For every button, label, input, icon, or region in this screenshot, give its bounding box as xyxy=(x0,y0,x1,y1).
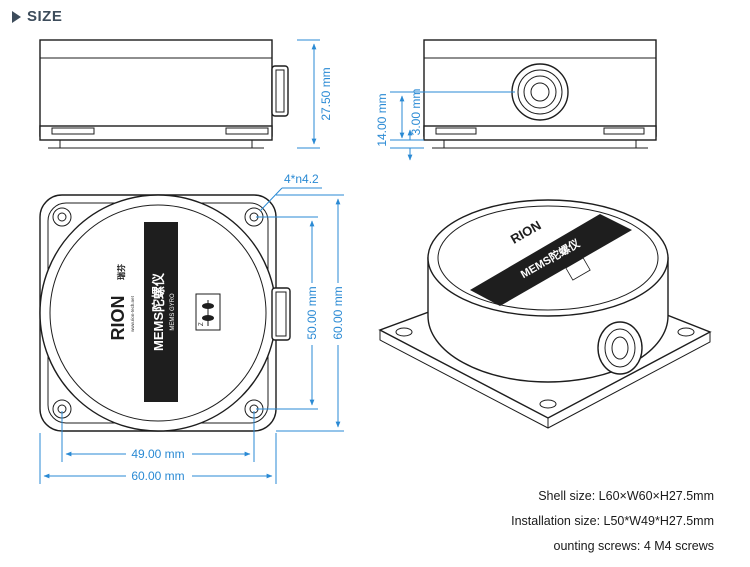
dim-side-height: 14.00 mm xyxy=(375,93,389,146)
axis-label: Z xyxy=(199,322,205,326)
dim-outer-height: 60.00 mm xyxy=(331,286,345,339)
dim-outer-width: 60.00 mm xyxy=(131,469,184,483)
front-connector xyxy=(271,65,289,117)
side-view: 14.00 mm 3.00 mm xyxy=(375,39,657,161)
spec-installation-size: Installation size: L50*W49*H27.5mm xyxy=(511,514,714,528)
dim-side-offset: 3.00 mm xyxy=(409,89,423,136)
product-en-text: MEMS GYRO xyxy=(170,293,176,331)
brand-cn: 瑞芬 xyxy=(116,263,126,280)
front-view: 27.50 mm xyxy=(39,39,333,149)
spec-mounting-screws: ounting screws: 4 M4 screws xyxy=(553,539,714,553)
front-body xyxy=(39,39,273,137)
website-text: www.rion-tech.net xyxy=(130,295,135,332)
label-band xyxy=(144,222,178,402)
section-header: SIZE xyxy=(12,8,62,25)
spec-shell-size: Shell size: L60×W60×H27.5mm xyxy=(538,489,714,503)
side-connector xyxy=(511,63,569,121)
triangle-right-icon xyxy=(12,10,21,23)
brand-logo: RION xyxy=(108,296,128,341)
top-view: MEMS陀螺仪 MEMS GYRO RION 瑞芬 www.rion-tech.… xyxy=(39,172,345,484)
dim-inner-width: 49.00 mm xyxy=(131,447,184,461)
axis-icon: Z xyxy=(195,293,221,331)
product-cn-text: MEMS陀螺仪 xyxy=(151,272,166,351)
isometric-view: MEMS陀螺仪 RION xyxy=(378,199,712,429)
spec-list: Shell size: L60×W60×H27.5mm Installation… xyxy=(511,484,714,559)
section-title: SIZE xyxy=(27,8,63,25)
dim-front-height: 27.50 mm xyxy=(319,67,333,120)
dim-inner-height: 50.00 mm xyxy=(305,286,319,339)
front-flange xyxy=(39,125,273,141)
dim-hole-spec: 4*n4.2 xyxy=(284,172,319,186)
